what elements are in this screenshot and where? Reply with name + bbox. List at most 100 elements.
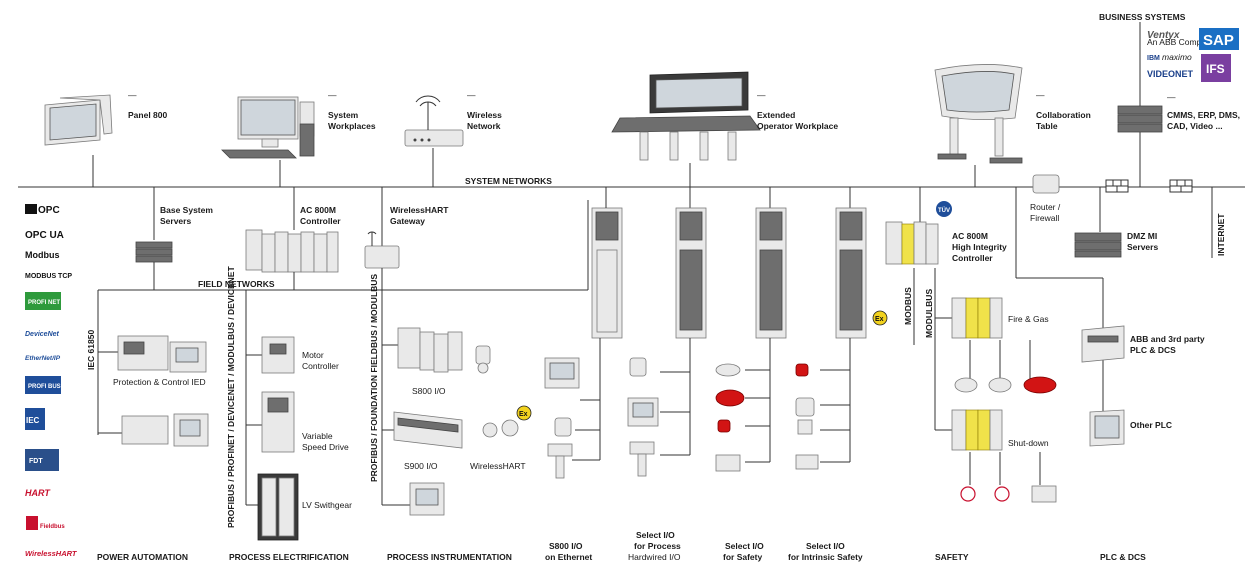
ifs-logo	[1201, 54, 1231, 82]
protection-ied-label: Protection & Control IED	[113, 377, 206, 387]
sap-logo	[1199, 28, 1239, 50]
maximo-logo: maximo	[1162, 52, 1192, 62]
devicenet-logo: DeviceNet	[25, 331, 60, 338]
tuv-icon	[936, 201, 952, 217]
opc-ua-logo: OPC UA	[25, 230, 64, 241]
plc-dcs: ABB and 3rd party PLC & DCS Other PLC	[1081, 325, 1205, 447]
ex-icon-2	[872, 310, 888, 326]
safety: TÜV AC 800M High Integrity Controller MO…	[885, 187, 1057, 503]
svg-text:IFS: IFS	[1206, 62, 1225, 76]
ac800m-hi-label-3: Controller	[952, 253, 993, 263]
wirelesshart-label: WirelessHART	[470, 461, 526, 471]
base-servers-label-1: Base System	[160, 205, 213, 215]
business-systems: BUSINESS SYSTEMS Ventyx An ABB Company S…	[1099, 12, 1240, 133]
ac800m-controller: AC 800M Controller	[245, 187, 341, 273]
fire-gas-label: Fire & Gas	[1008, 314, 1049, 324]
profibus-logo	[25, 376, 61, 394]
svg-text:An ABB Company: An ABB Company	[1147, 37, 1216, 47]
profinet-logo	[25, 292, 61, 310]
fieldbus-logo	[26, 516, 38, 530]
extended-operator-workplace: — Extended Operator Workplace	[611, 71, 838, 161]
modulbus-bus-label: MODULBUS	[924, 289, 934, 338]
hart-logo: HART	[25, 488, 51, 498]
process-instrumentation: PROFIBUS / FOUNDATION FIELDBUS / MODULBU…	[369, 274, 532, 516]
wh-gateway-label-1: WirelessHART	[390, 205, 449, 215]
router-icon	[1032, 174, 1060, 194]
internet-label: INTERNET	[1216, 213, 1226, 256]
wireless-network-label-2: Network	[467, 121, 501, 131]
collaboration-table-label-2: Table	[1036, 121, 1058, 131]
profibus-dn-label: PROFIBUS / PROFINET / DEVICENET / MODULB…	[226, 266, 236, 528]
shutdown-label: Shut-down	[1008, 438, 1049, 448]
cat-process-instrumentation: PROCESS INSTRUMENTATION	[387, 552, 512, 562]
ac800m-hi-label-1: AC 800M	[952, 231, 988, 241]
cat-power-automation: POWER AUTOMATION	[97, 552, 188, 562]
system-networks-label: SYSTEM NETWORKS	[465, 176, 552, 186]
s900-label: S900 I/O	[404, 461, 438, 471]
wh-gateway-label-2: Gateway	[390, 216, 425, 226]
router-label-2: Firewall	[1030, 213, 1059, 223]
collaboration-table: — Collaboration Table	[934, 64, 1091, 164]
cat-safety: SAFETY	[935, 552, 969, 562]
panel-800-label: Panel 800	[128, 110, 167, 120]
s800-label: S800 I/O	[412, 386, 446, 396]
business-label-1: CMMS, ERP, DMS,	[1167, 110, 1240, 120]
lv-switchgear-label: LV Swithgear	[302, 500, 352, 510]
dmz-label-1: DMZ MI	[1127, 231, 1157, 241]
select-io-intrinsic: Ex	[795, 187, 888, 470]
process-electrification: PROFIBUS / PROFINET / DEVICENET / MODULB…	[226, 266, 352, 541]
category-labels: POWER AUTOMATION PROCESS ELECTRIFICATION…	[97, 530, 1146, 562]
ethernetip-logo: EtherNet/IP	[25, 355, 61, 362]
modbus-bus-label: MODBUS	[903, 287, 913, 325]
videonet-logo: VIDEONET	[1147, 69, 1194, 79]
motor-controller-label-2: Controller	[302, 361, 339, 371]
svg-text:—: —	[757, 90, 766, 100]
abb-3rd-label-1: ABB and 3rd party	[1130, 334, 1205, 344]
ibm-logo: IBM	[1147, 55, 1160, 62]
router-label-1: Router /	[1030, 202, 1061, 212]
system-workplaces-label-1: System	[328, 110, 359, 120]
cat-s800-eth-2: on Ethernet	[545, 552, 592, 562]
cat-s800-eth-1: S800 I/O	[549, 541, 583, 551]
abb-3rd-label-2: PLC & DCS	[1130, 345, 1176, 355]
motor-controller-label-1: Motor	[302, 350, 324, 360]
svg-text:Fieldbus: Fieldbus	[40, 524, 65, 530]
system-network: SYSTEM NETWORKS	[18, 130, 1245, 188]
base-system-servers: Base System Servers	[135, 187, 213, 263]
power-automation: IEC 61850 Protection & Control IED	[86, 290, 209, 447]
cat-select-safety-2: for Safety	[723, 552, 762, 562]
cat-select-process-1: Select I/O	[636, 530, 675, 540]
svg-text:PROFI NET: PROFI NET	[28, 300, 60, 306]
system-workplaces-label-2: Workplaces	[328, 121, 376, 131]
svg-text:IEC: IEC	[26, 416, 40, 425]
svg-text:TÜV: TÜV	[938, 207, 950, 214]
svg-text:SAP: SAP	[1203, 32, 1234, 49]
cat-select-safety-1: Select I/O	[725, 541, 764, 551]
base-servers-label-2: Servers	[160, 216, 191, 226]
svg-text:PROFI BUS: PROFI BUS	[28, 384, 61, 390]
svg-text:—: —	[467, 90, 476, 100]
svg-text:FDT: FDT	[29, 458, 43, 465]
cat-select-intrinsic-2: for Intrinsic Safety	[788, 552, 863, 562]
cat-select-intrinsic-1: Select I/O	[806, 541, 845, 551]
panel-800: — Panel 800	[44, 90, 167, 146]
field-networks-label: FIELD NETWORKS	[198, 279, 275, 289]
s800-on-ethernet	[544, 187, 623, 479]
other-plc-label: Other PLC	[1130, 420, 1172, 430]
ac800m-hi-label-2: High Integrity	[952, 242, 1007, 252]
ventyx-logo: Ventyx	[1147, 30, 1180, 41]
fdt-logo	[25, 449, 59, 471]
cat-plc-dcs: PLC & DCS	[1100, 552, 1146, 562]
cat-select-process-2: for Process	[634, 541, 681, 551]
svg-text:Ex: Ex	[875, 316, 884, 323]
svg-text:—: —	[328, 90, 337, 100]
svg-text:Ex: Ex	[519, 411, 528, 418]
iec-logo	[25, 408, 45, 430]
ac800m-label-2: Controller	[300, 216, 341, 226]
router-dmz: Router / Firewall DMZ MI Servers INTERNE…	[1015, 174, 1226, 425]
cat-process-electrification: PROCESS ELECTRIFICATION	[229, 552, 349, 562]
wireless-network-label-1: Wireless	[467, 110, 502, 120]
wirelesshart-gateway: WirelessHART Gateway	[364, 187, 449, 269]
profibus-ff-label: PROFIBUS / FOUNDATION FIELDBUS / MODULBU…	[369, 274, 379, 482]
